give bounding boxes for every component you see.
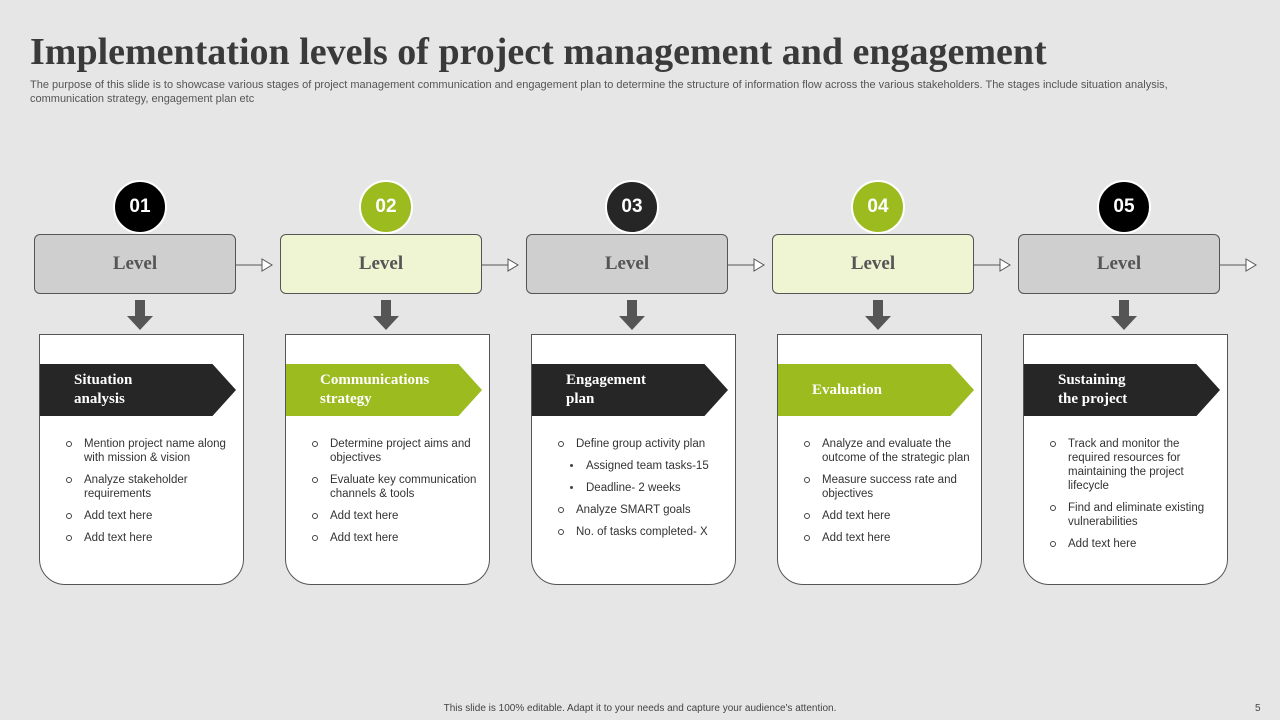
- level-box: Level: [34, 234, 236, 294]
- stage-number-badge: 02: [359, 180, 413, 234]
- list-item: Add text here: [802, 531, 972, 545]
- stage-list: Track and monitor the required resources…: [1048, 437, 1218, 559]
- level-box: Level: [1018, 234, 1220, 294]
- arrow-right-icon: [728, 258, 765, 272]
- list-item: Analyze and evaluate the outcome of the …: [802, 437, 972, 465]
- stage-heading-line2: analysis: [74, 391, 125, 407]
- list-item: Determine project aims and objectives: [310, 437, 480, 465]
- arrow-right-icon: [236, 258, 273, 272]
- arrow-down-icon: [373, 300, 399, 330]
- stage-heading-line1: Evaluation: [812, 381, 883, 398]
- list-item: Analyze stakeholder requirements: [64, 473, 234, 501]
- arrow-right-icon: [974, 258, 1011, 272]
- footer-note: This slide is 100% editable. Adapt it to…: [443, 703, 837, 714]
- stage-card: Engagement plan Define group activity pla…: [531, 334, 736, 585]
- stage-heading-line2: plan: [566, 391, 595, 407]
- stage-heading-line1: Situation: [74, 372, 133, 388]
- stage-heading-line1: Sustaining: [1058, 372, 1126, 388]
- stage-heading: Evaluation: [778, 364, 974, 416]
- list-item: Find and eliminate existing vulnerabilit…: [1048, 501, 1218, 529]
- stage-list: Define group activity plan Assigned team…: [556, 437, 726, 547]
- list-subitem: Deadline- 2 weeks: [556, 481, 726, 495]
- list-subitem: Assigned team tasks-15: [556, 459, 726, 473]
- list-item: Evaluate key communication channels & to…: [310, 473, 480, 501]
- page-number: 5: [1255, 703, 1261, 714]
- stage-2: 02 Level Communications strategy Determin…: [280, 180, 526, 590]
- level-box: Level: [280, 234, 482, 294]
- list-item: Track and monitor the required resources…: [1048, 437, 1218, 493]
- stage-list: Mention project name along with mission …: [64, 437, 234, 553]
- stage-heading-line2: strategy: [320, 391, 372, 407]
- stage-list: Determine project aims and objectives Ev…: [310, 437, 480, 553]
- arrow-down-icon: [1111, 300, 1137, 330]
- list-item: Mention project name along with mission …: [64, 437, 234, 465]
- arrow-down-icon: [865, 300, 891, 330]
- list-item: Add text here: [64, 531, 234, 545]
- stage-4: 04 Level Evaluation Analyze and evaluate…: [772, 180, 1018, 590]
- stage-5: 05 Level Sustaining the project Track and…: [1018, 180, 1264, 590]
- stage-card: Sustaining the project Track and monitor …: [1023, 334, 1228, 585]
- arrow-down-icon: [619, 300, 645, 330]
- stage-heading: Sustaining the project: [1024, 364, 1220, 416]
- page-subtitle: The purpose of this slide is to showcase…: [30, 79, 1168, 105]
- list-item: Add text here: [1048, 537, 1218, 551]
- page-title: Implementation levels of project managem…: [30, 31, 1047, 73]
- stage-1: 01 Level Situation analysis Mention proje…: [34, 180, 280, 590]
- stage-heading: Communications strategy: [286, 364, 482, 416]
- list-item: Add text here: [310, 509, 480, 523]
- stage-heading-line1: Communications: [320, 372, 430, 388]
- list-item: Add text here: [64, 509, 234, 523]
- stage-number-badge: 01: [113, 180, 167, 234]
- list-item: Analyze SMART goals: [556, 503, 726, 517]
- stage-heading: Situation analysis: [40, 364, 236, 416]
- list-item: Add text here: [802, 509, 972, 523]
- stage-number-badge: 05: [1097, 180, 1151, 234]
- list-item: Add text here: [310, 531, 480, 545]
- stage-number-badge: 04: [851, 180, 905, 234]
- arrow-right-icon: [1220, 258, 1257, 272]
- arrow-right-icon: [482, 258, 519, 272]
- level-box: Level: [772, 234, 974, 294]
- stage-card: Evaluation Analyze and evaluate the outc…: [777, 334, 982, 585]
- stage-heading-line1: Engagement: [566, 372, 646, 388]
- stage-list: Analyze and evaluate the outcome of the …: [802, 437, 972, 553]
- list-item: Define group activity plan: [556, 437, 726, 451]
- stage-heading: Engagement plan: [532, 364, 728, 416]
- stage-card: Situation analysis Mention project name a…: [39, 334, 244, 585]
- level-box: Level: [526, 234, 728, 294]
- list-item: No. of tasks completed- X: [556, 525, 726, 539]
- arrow-down-icon: [127, 300, 153, 330]
- stage-3: 03 Level Engagement plan Define group act…: [526, 180, 772, 590]
- stage-heading-line2: the project: [1058, 391, 1128, 407]
- list-item: Measure success rate and objectives: [802, 473, 972, 501]
- stage-card: Communications strategy Determine project…: [285, 334, 490, 585]
- stage-number-badge: 03: [605, 180, 659, 234]
